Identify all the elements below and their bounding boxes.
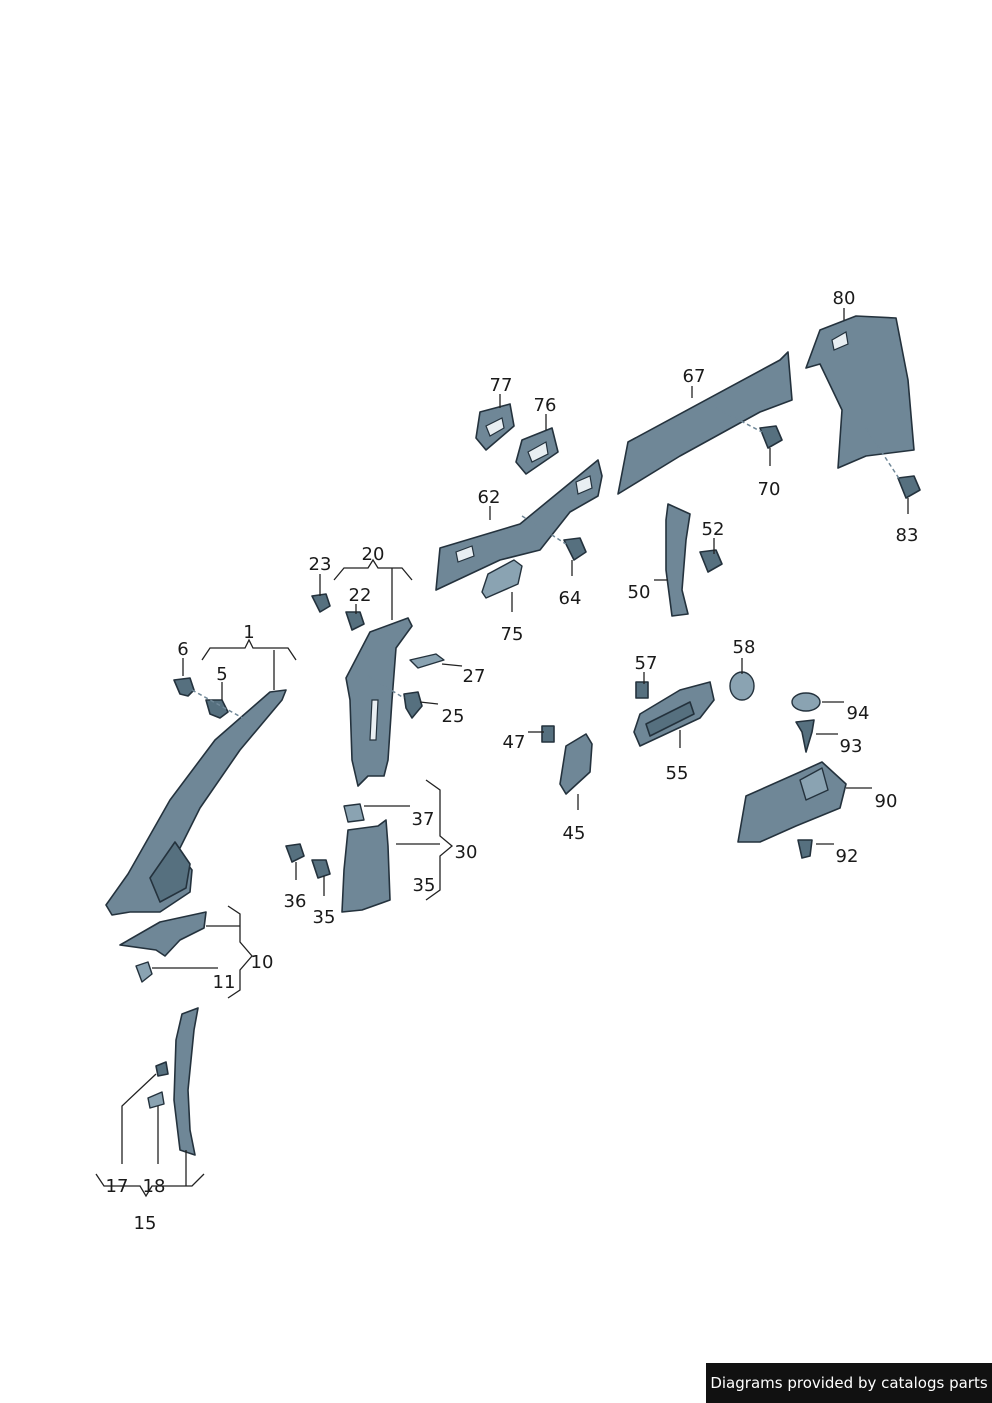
callout-label: 6 bbox=[177, 639, 188, 660]
part-83-clip bbox=[897, 475, 921, 499]
callout-label: 15 bbox=[134, 1213, 157, 1234]
part-76-bezel bbox=[515, 427, 559, 475]
callout-label: 22 bbox=[349, 585, 372, 606]
callout-label: 64 bbox=[559, 588, 582, 609]
part-47-clip bbox=[541, 725, 555, 743]
part-93-screw bbox=[795, 719, 815, 753]
callout-label: 23 bbox=[309, 554, 332, 575]
callout-label: 55 bbox=[666, 763, 689, 784]
part-11-clip bbox=[135, 961, 153, 983]
callout-label: 17 bbox=[106, 1176, 129, 1197]
callout-label: 57 bbox=[635, 653, 658, 674]
part-57-clip bbox=[635, 681, 649, 699]
part-90-seat-trim bbox=[737, 761, 847, 843]
part-37-clip bbox=[343, 803, 365, 823]
callout-label: 76 bbox=[534, 395, 557, 416]
part-55-handle-cover bbox=[633, 681, 715, 747]
callout-label: 67 bbox=[683, 366, 706, 387]
part-75-cover bbox=[481, 559, 523, 599]
part-92-clip bbox=[797, 839, 813, 859]
callout-label: 35 bbox=[313, 907, 336, 928]
part-25-clip bbox=[403, 691, 423, 719]
part-30-b-pillar-lower-trim bbox=[341, 819, 391, 913]
callout-label: 62 bbox=[478, 487, 501, 508]
leader-lines bbox=[95, 308, 909, 1198]
callout-label: 25 bbox=[442, 706, 465, 727]
footer-credit-badge: Diagrams provided by catalogs parts bbox=[706, 1363, 992, 1403]
callout-label: 27 bbox=[463, 666, 486, 687]
callout-label: 83 bbox=[896, 525, 919, 546]
part-15-trim-strip bbox=[173, 1007, 199, 1156]
callout-label: 5 bbox=[216, 664, 227, 685]
part-70-clip bbox=[759, 425, 783, 449]
callout-label: 45 bbox=[563, 823, 586, 844]
callout-label: 50 bbox=[628, 582, 651, 603]
callout-label: 94 bbox=[847, 703, 870, 724]
callout-label: 37 bbox=[412, 809, 435, 830]
part-67-trim-strip bbox=[617, 351, 793, 495]
callout-label: 36 bbox=[284, 891, 307, 912]
part-77-bezel bbox=[475, 403, 515, 451]
part-62-trim-panel bbox=[435, 459, 603, 591]
part-64-clip bbox=[563, 537, 587, 561]
part-52-clip bbox=[699, 549, 723, 573]
part-36-clip bbox=[285, 843, 305, 863]
callout-label: 30 bbox=[455, 842, 478, 863]
part-6-clip bbox=[173, 677, 195, 697]
assembly-dash-25 bbox=[367, 675, 405, 699]
callout-label: 90 bbox=[875, 791, 898, 812]
part-5-clip bbox=[205, 699, 229, 719]
callout-label: 58 bbox=[733, 637, 756, 658]
callout-label: 77 bbox=[490, 375, 513, 396]
callout-label: 70 bbox=[758, 479, 781, 500]
part-18-clip bbox=[147, 1091, 165, 1109]
callout-labels: 1 6 5 10 11 17 18 15 20 23 22 27 25 37 3… bbox=[106, 288, 919, 1234]
part-50-trim-strip bbox=[665, 503, 691, 617]
callout-label: 10 bbox=[251, 952, 274, 973]
callout-label: 93 bbox=[840, 736, 863, 757]
part-58-cap bbox=[729, 671, 755, 701]
callout-label: 20 bbox=[362, 544, 385, 565]
callout-label: 80 bbox=[833, 288, 856, 309]
part-10-bracket bbox=[119, 911, 207, 957]
part-20-b-pillar-upper-trim bbox=[345, 617, 413, 787]
assembly-dash-64 bbox=[521, 515, 567, 545]
part-17-clip bbox=[155, 1061, 169, 1077]
callout-label: 18 bbox=[143, 1176, 166, 1197]
part-27-bracket bbox=[409, 653, 445, 669]
part-23-clip bbox=[311, 593, 331, 613]
part-22-clip bbox=[345, 611, 365, 631]
part-1-a-pillar-trim bbox=[105, 689, 287, 916]
callout-label: 35 bbox=[413, 875, 436, 896]
part-45-cover bbox=[559, 733, 593, 795]
callout-label: 47 bbox=[503, 732, 526, 753]
part-35-clip bbox=[311, 859, 331, 879]
callout-label: 75 bbox=[501, 624, 524, 645]
assembly-dash-83 bbox=[865, 427, 901, 481]
part-94-cap bbox=[791, 692, 821, 712]
callout-label: 52 bbox=[702, 519, 725, 540]
callout-label: 11 bbox=[213, 972, 236, 993]
part-80-c-pillar-trim bbox=[805, 315, 915, 469]
callout-label: 1 bbox=[243, 622, 254, 643]
assembly-dash-70 bbox=[715, 407, 763, 433]
callout-label: 92 bbox=[836, 846, 859, 867]
